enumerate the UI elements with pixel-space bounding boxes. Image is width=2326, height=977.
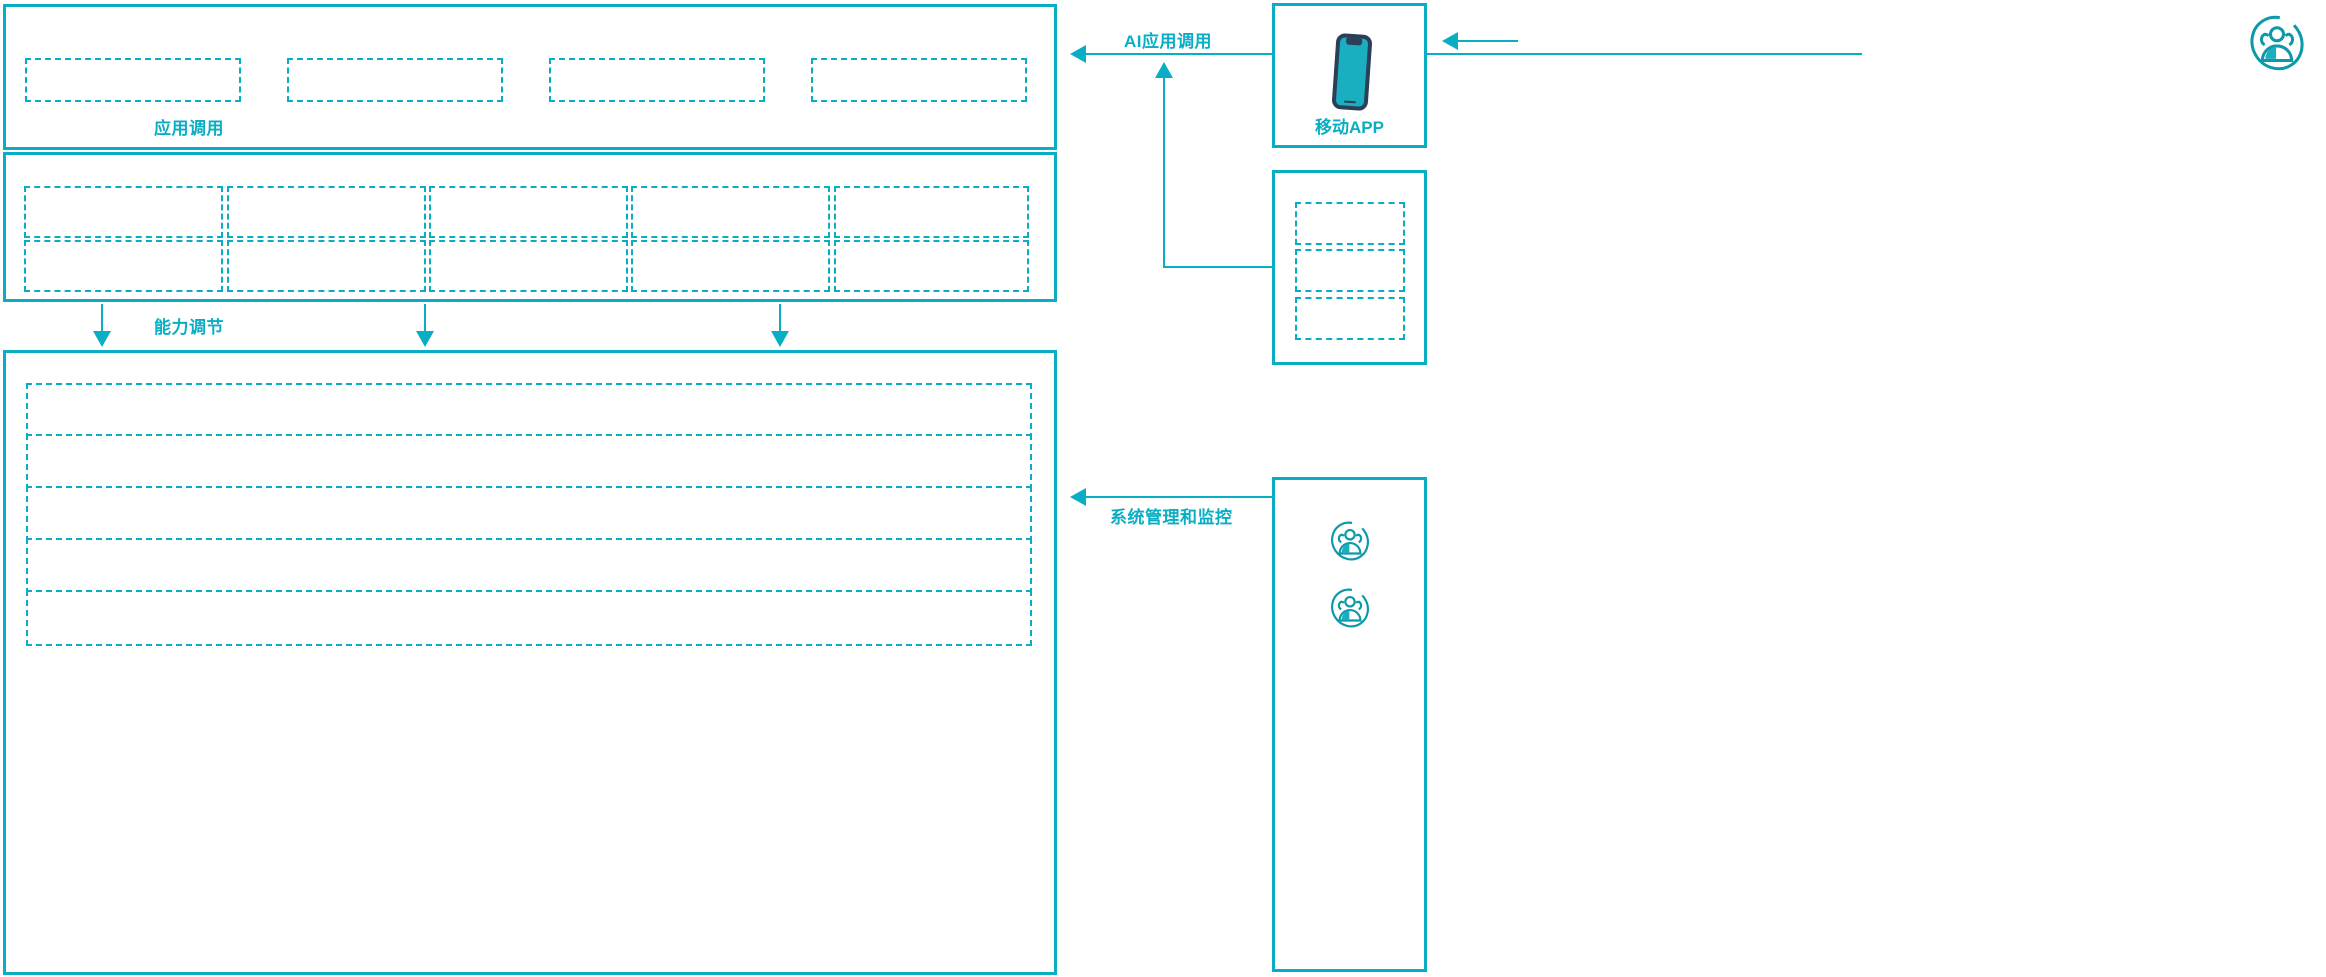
ai-app-invoke-head (1070, 45, 1086, 63)
people-group-icon-operations-2 (1330, 588, 1370, 628)
channel-riser-head (1155, 62, 1173, 78)
ai-app-invoke-shaft (1086, 53, 1862, 55)
mobile-phone-icon (1331, 33, 1373, 111)
capability-cell-5-bottom[interactable] (834, 240, 1029, 292)
channel-cell-1[interactable] (1295, 202, 1405, 245)
capability-cell-3-top[interactable] (429, 186, 628, 238)
capability-cell-5-top[interactable] (834, 186, 1029, 238)
capability-arrow-3-head (771, 331, 789, 347)
end-user-to-app-head (1442, 32, 1458, 50)
ai-app-invoke-label: AI应用调用 (1124, 32, 1212, 51)
people-group-icon-operations-1 (1330, 521, 1370, 561)
capability-cell-2-bottom[interactable] (227, 240, 426, 292)
infrastructure-row-3[interactable] (26, 486, 1032, 542)
capability-arrow-1-shaft (101, 304, 103, 344)
application-cell-3[interactable] (549, 58, 765, 102)
infrastructure-row-1[interactable] (26, 383, 1032, 439)
end-user-to-app-shaft (1458, 40, 1518, 42)
system-mgmt-shaft (1086, 496, 1272, 498)
capability-cell-4-top[interactable] (631, 186, 830, 238)
capability-arrow-1-head (93, 331, 111, 347)
capability-orchestration-label: 能力调节 (154, 318, 224, 337)
channel-cell-3[interactable] (1295, 297, 1405, 340)
app-invoke-label: 应用调用 (154, 119, 224, 138)
mobile-app-panel-title: 移动APP (1315, 118, 1384, 137)
capability-cell-4-bottom[interactable] (631, 240, 830, 292)
system-mgmt-monitor-label: 系统管理和监控 (1110, 508, 1233, 527)
capability-arrow-3-shaft (779, 304, 781, 344)
channel-riser-base (1163, 266, 1273, 268)
capability-arrow-2-head (416, 331, 434, 347)
capability-cell-3-bottom[interactable] (429, 240, 628, 292)
infrastructure-row-4[interactable] (26, 538, 1032, 594)
system-mgmt-head (1070, 488, 1086, 506)
channel-cell-2[interactable] (1295, 249, 1405, 292)
capability-arrow-2-shaft (424, 304, 426, 344)
people-group-icon-end-user (2249, 15, 2305, 71)
application-cell-2[interactable] (287, 58, 503, 102)
capability-cell-2-top[interactable] (227, 186, 426, 238)
infrastructure-row-5[interactable] (26, 590, 1032, 646)
application-cell-4[interactable] (811, 58, 1027, 102)
capability-cell-1-bottom[interactable] (24, 240, 223, 292)
application-cell-1[interactable] (25, 58, 241, 102)
infrastructure-row-2[interactable] (26, 434, 1032, 490)
capability-cell-1-top[interactable] (24, 186, 223, 238)
channel-riser-shaft (1163, 78, 1165, 268)
